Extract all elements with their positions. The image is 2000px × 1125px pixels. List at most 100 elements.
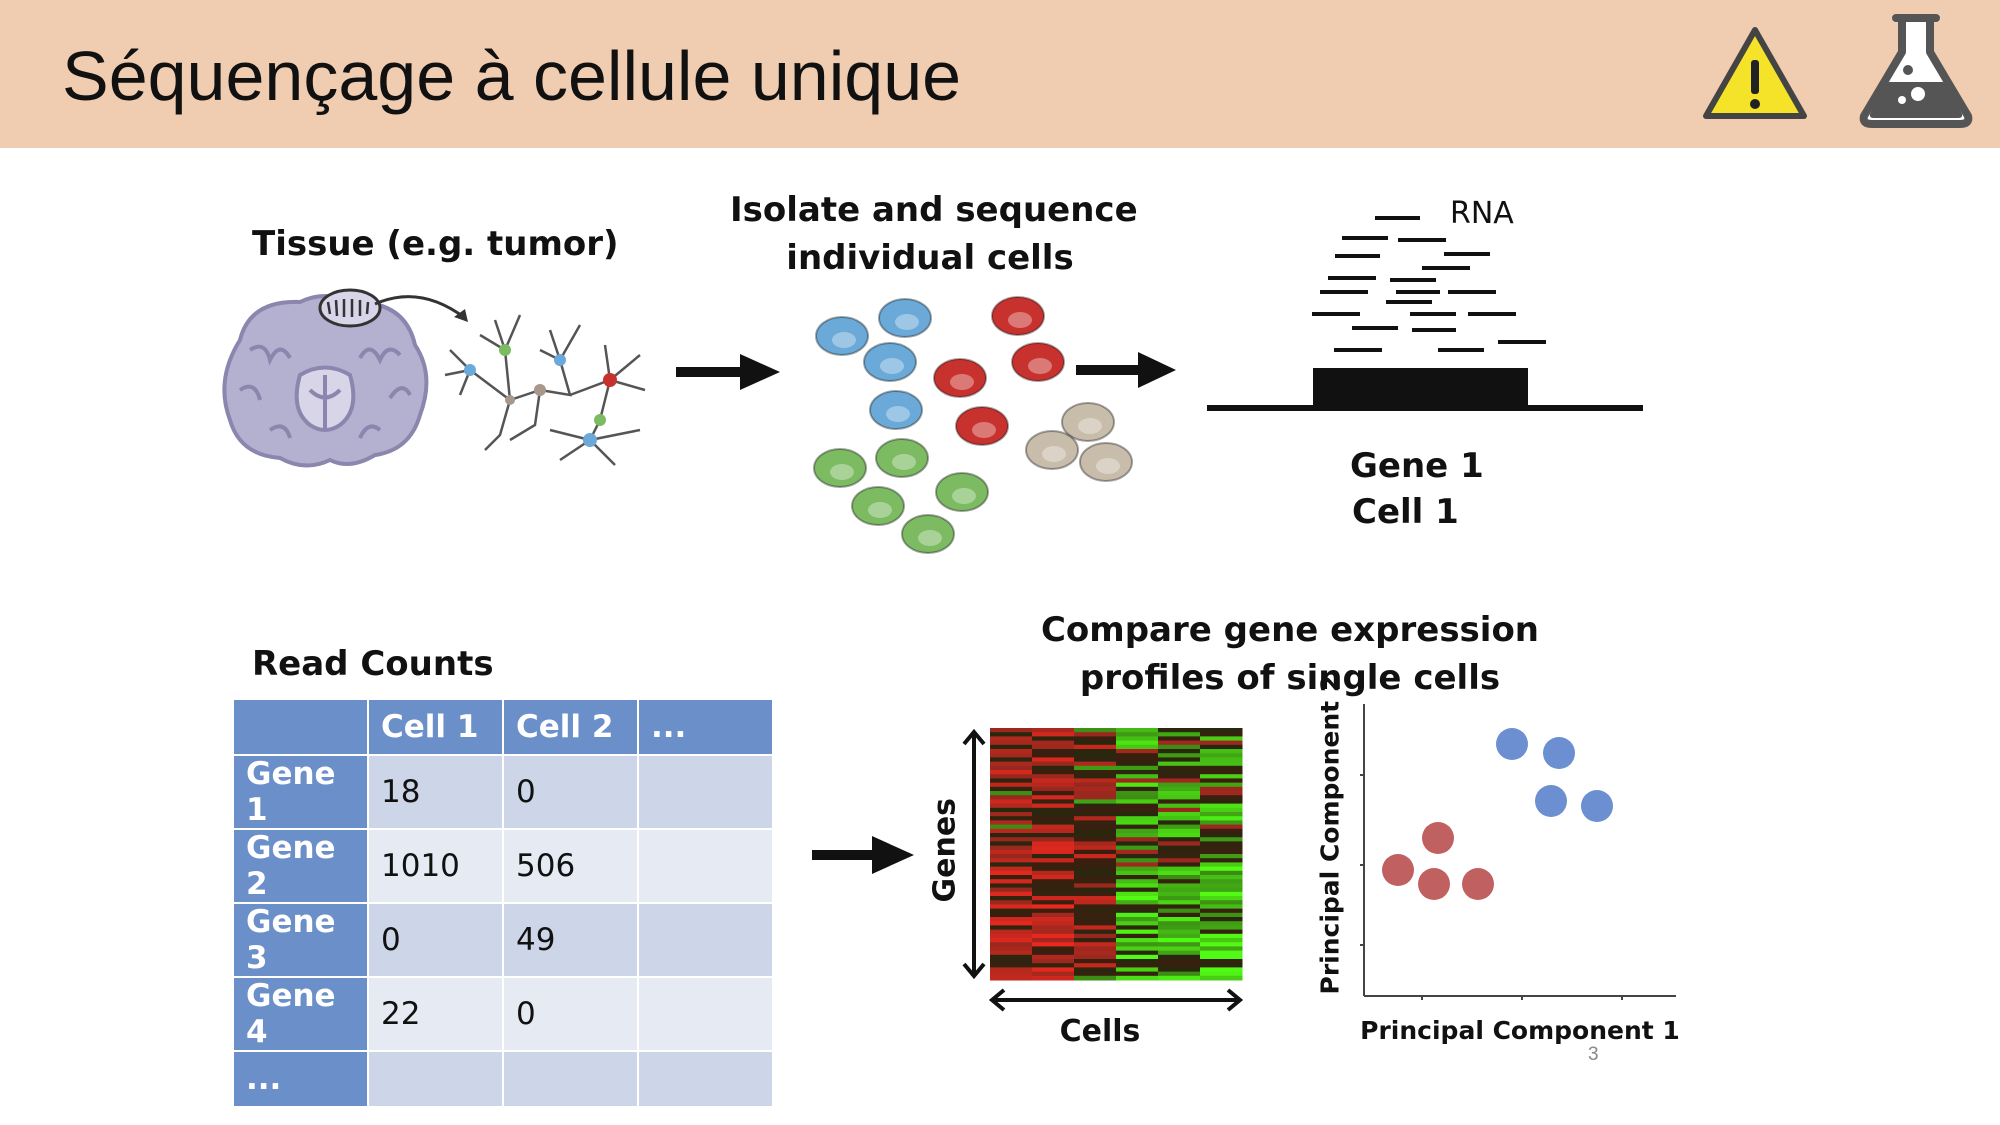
heatmap-cell xyxy=(1200,912,1243,918)
heatmap-cell xyxy=(990,946,1033,952)
cell-1-label: Cell 1 xyxy=(1352,492,1459,532)
heatmap-cell xyxy=(990,736,1033,742)
heatmap-cell xyxy=(1074,929,1117,935)
heatmap-cell xyxy=(1200,807,1243,813)
heatmap-cell xyxy=(1032,782,1075,788)
heatmap-cell xyxy=(1032,841,1075,847)
heatmap-cell xyxy=(1032,803,1075,809)
heatmap-cell xyxy=(1200,770,1243,775)
rna-reads-diagram xyxy=(1207,216,1643,411)
heatmap-cell xyxy=(1158,757,1201,763)
heatmap-cell xyxy=(1074,849,1117,855)
heatmap-cell xyxy=(1200,828,1243,834)
heatmap-cell xyxy=(1074,736,1117,742)
heatmap-cell xyxy=(1074,933,1117,939)
isolated-cells-group xyxy=(813,296,1133,554)
heatmap-cell xyxy=(1200,933,1243,939)
heatmap-cell xyxy=(1074,744,1117,750)
heatmap-cell xyxy=(1074,946,1117,952)
heatmap-cell xyxy=(1074,791,1117,796)
heatmap-cell xyxy=(1116,845,1159,851)
heatmap-cell xyxy=(1200,963,1243,968)
heatmap-cell xyxy=(1116,908,1159,914)
heatmap-cell xyxy=(1200,761,1243,767)
isolated-cell xyxy=(1079,442,1133,482)
heatmap-cell xyxy=(1116,862,1159,868)
count-cell: 22 xyxy=(367,976,504,1052)
heatmap-cell xyxy=(1032,837,1075,842)
heatmap-cell xyxy=(1200,732,1243,737)
heatmap-cell xyxy=(1200,896,1243,901)
heatmap-cell xyxy=(1158,736,1201,742)
heatmap-cell xyxy=(990,917,1033,922)
count-cell xyxy=(637,976,774,1052)
heatmap-cell xyxy=(1074,799,1117,805)
heatmap-cell xyxy=(1074,975,1117,981)
pca-point-red xyxy=(1382,854,1414,886)
heatmap-cell xyxy=(1116,963,1159,968)
heatmap-cell xyxy=(990,778,1033,784)
heatmap-cell xyxy=(1074,942,1117,947)
heatmap-cell xyxy=(1116,841,1159,847)
pc2-axis-label: Principal Component 2 xyxy=(1315,674,1345,995)
heatmap-cell xyxy=(1074,912,1117,918)
heatmap-cell xyxy=(1200,782,1243,788)
heatmap-cell xyxy=(1032,887,1075,893)
heatmap-cell xyxy=(1074,879,1117,884)
heatmap-cell xyxy=(1158,917,1201,922)
heatmap-cell xyxy=(1074,765,1117,771)
heatmap-cell xyxy=(990,749,1033,754)
heatmap-cell xyxy=(990,963,1033,968)
read-counts-table: Cell 1 Cell 2 ... Gene 1 18 0 Gene 2 101… xyxy=(232,698,774,1108)
heatmap-cell xyxy=(990,728,1033,733)
heatmap-cell xyxy=(1032,799,1075,805)
count-cell: 1010 xyxy=(367,828,504,904)
heatmap-cell xyxy=(1032,921,1075,926)
heatmap-cell xyxy=(990,938,1033,943)
heatmap-cell xyxy=(1116,770,1159,775)
heatmap-cell xyxy=(1158,807,1201,813)
heatmap-cell xyxy=(1200,858,1243,863)
heatmap-cell xyxy=(1158,740,1201,746)
heatmap-cell xyxy=(1200,866,1243,872)
heatmap-cell xyxy=(1116,912,1159,918)
heatmap-cell xyxy=(1074,837,1117,842)
heatmap-cell xyxy=(990,833,1033,838)
heatmap-cell xyxy=(1074,896,1117,901)
heatmap-cell xyxy=(990,849,1033,855)
heatmap-cell xyxy=(1200,795,1243,800)
heatmap-cell xyxy=(1158,908,1201,914)
heatmap-cell xyxy=(1116,744,1159,750)
heatmap-cell xyxy=(990,841,1033,847)
heatmap-cell xyxy=(1116,858,1159,863)
heatmap-cell xyxy=(1116,870,1159,876)
heatmap-cell xyxy=(1158,942,1201,947)
heatmap-cell xyxy=(1116,967,1159,973)
heatmap-cell xyxy=(1158,933,1201,939)
count-cell xyxy=(637,828,774,904)
isolated-cell xyxy=(955,406,1009,446)
heatmap-cell xyxy=(1032,761,1075,767)
heatmap-cell xyxy=(990,971,1033,977)
heatmap-cell xyxy=(1200,765,1243,771)
heatmap-cell xyxy=(1200,845,1243,851)
heatmap-cell xyxy=(1032,849,1075,855)
heatmap-cell xyxy=(1074,828,1117,834)
heatmap-cell xyxy=(1074,845,1117,851)
heatmap-cell xyxy=(1116,950,1159,956)
isolated-cell xyxy=(813,448,867,488)
isolated-cell xyxy=(869,390,923,430)
heatmap-cell xyxy=(1158,959,1201,964)
heatmap-cell xyxy=(1032,765,1075,771)
heatmap-cell xyxy=(1032,812,1075,817)
heatmap-cell xyxy=(1116,736,1159,742)
heatmap-cell xyxy=(1032,963,1075,968)
heatmap-cell xyxy=(1158,896,1201,901)
heatmap-cell xyxy=(1032,917,1075,922)
heatmap-cell xyxy=(1200,728,1243,733)
pca-point-red xyxy=(1462,868,1494,900)
heatmap-cell xyxy=(990,925,1033,931)
arrow-brain-to-neurons xyxy=(374,295,468,322)
heatmap-cell xyxy=(1158,883,1201,889)
heatmap-cell xyxy=(1158,904,1201,910)
